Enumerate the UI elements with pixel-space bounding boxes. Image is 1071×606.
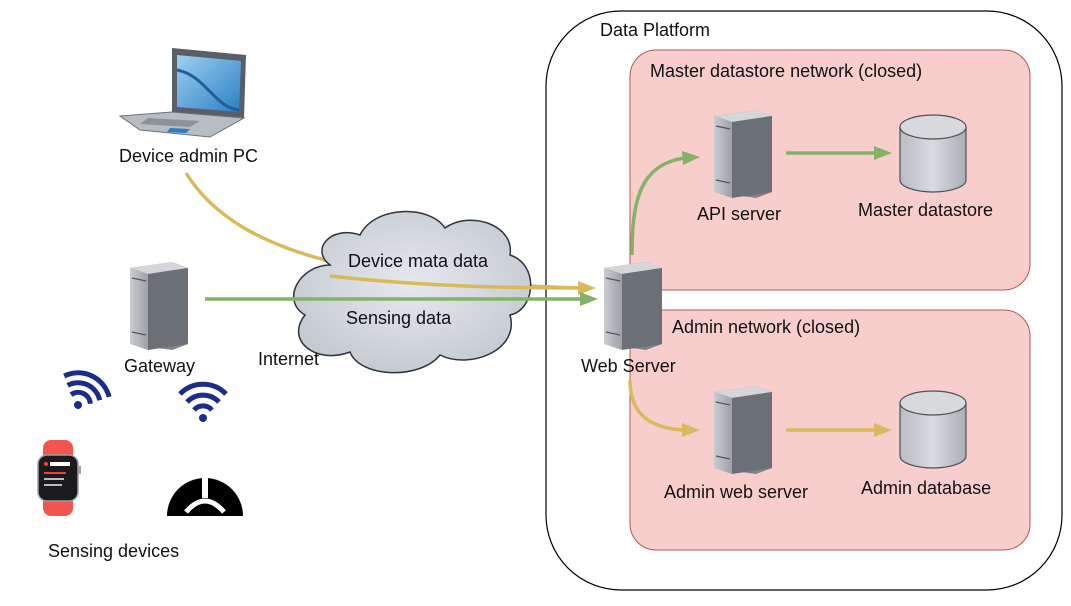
admin-web-server-icon xyxy=(713,386,773,474)
web-to-admin-flow-line xyxy=(628,379,685,432)
admin-database-label: Admin database xyxy=(861,478,991,498)
web-to-api-arrowhead xyxy=(682,151,700,165)
metadata-flow-arrowhead xyxy=(578,281,596,295)
web-to-admin-arrowhead xyxy=(682,423,700,437)
sensing-flow-arrowhead xyxy=(580,292,598,306)
web-to-api-flow-line xyxy=(630,156,685,256)
api-server-icon xyxy=(713,110,773,198)
meter-icon xyxy=(167,442,243,516)
master-network-title: Master datastore network (closed) xyxy=(650,61,922,81)
smartwatch-icon xyxy=(37,440,81,516)
gateway-icon xyxy=(129,262,189,350)
gateway-label: Gateway xyxy=(124,356,195,376)
laptop-icon xyxy=(118,48,246,138)
admin-network-title: Admin network (closed) xyxy=(672,317,860,337)
admin-web-server-label: Admin web server xyxy=(664,482,808,502)
web-server-label: Web Server xyxy=(581,356,676,376)
master-datastore-network xyxy=(629,49,1031,291)
sensing-devices-label: Sensing devices xyxy=(48,541,179,561)
admin-to-database-arrowhead xyxy=(874,423,892,437)
internet-label: Internet xyxy=(258,349,319,369)
web-server-icon xyxy=(603,262,663,350)
wifi-icon xyxy=(63,370,112,409)
api-server-label: API server xyxy=(697,204,781,224)
data-platform-title: Data Platform xyxy=(600,20,710,40)
admin-database-icon xyxy=(899,390,967,469)
master-datastore-icon xyxy=(899,114,967,193)
wifi-icon xyxy=(178,381,228,422)
metadata-flow-line-front xyxy=(329,274,581,290)
api-to-datastore-arrowhead xyxy=(874,146,892,160)
metadata-label: Device mata data xyxy=(348,251,489,271)
device-admin-pc-label: Device admin PC xyxy=(119,146,258,166)
sensing-data-label: Sensing data xyxy=(346,308,452,328)
master-datastore-label: Master datastore xyxy=(858,200,993,220)
internet-cloud xyxy=(292,210,532,374)
